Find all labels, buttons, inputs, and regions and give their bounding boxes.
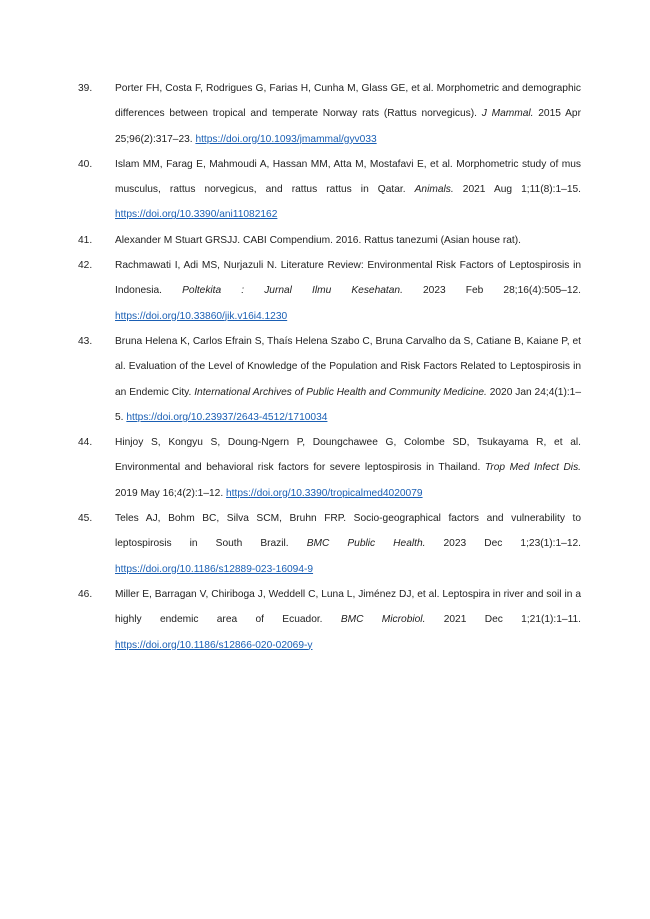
reference-text: Hinjoy S, Kongyu S, Doung-Ngern P, Doung… xyxy=(115,430,581,506)
reference-journal: J Mammal. xyxy=(481,108,534,120)
reference-details: 2021 Aug 1;11(8):1–15. xyxy=(453,184,581,196)
reference-journal: Animals. xyxy=(414,184,454,196)
reference-authors-title: Hinjoy S, Kongyu S, Doung-Ngern P, Doung… xyxy=(115,437,581,474)
reference-item-45: 45. Teles AJ, Bohm BC, Silva SCM, Bruhn … xyxy=(78,506,581,582)
reference-journal: Trop Med Infect Dis. xyxy=(484,462,581,474)
reference-number: 44. xyxy=(78,437,93,449)
reference-item-46: 46. Miller E, Barragan V, Chiriboga J, W… xyxy=(78,582,581,658)
doi-link[interactable]: https://doi.org/10.1186/s12889-023-16094… xyxy=(115,563,314,575)
reference-authors-title: Rachmawati I, Adi MS, Nurjazuli N. Liter… xyxy=(115,260,581,297)
reference-item-41: 41. Alexander M Stuart GRSJJ. CABI Compe… xyxy=(78,228,581,253)
reference-authors-title: Teles AJ, Bohm BC, Silva SCM, Bruhn FRP.… xyxy=(115,513,581,550)
reference-authors-title: Bruna Helena K, Carlos Efrain S, Thaís H… xyxy=(115,335,581,398)
reference-details: 2021 Dec 1;21(1):1–11. xyxy=(425,614,582,626)
reference-authors-title: Alexander M Stuart GRSJJ. CABI Compendiu… xyxy=(115,234,521,246)
doi-link[interactable]: https://doi.org/10.33860/jik.v16i4.1230 xyxy=(115,310,288,322)
reference-journal: BMC Microbiol. xyxy=(340,614,426,626)
reference-journal: International Archives of Public Health … xyxy=(194,386,487,398)
reference-number: 45. xyxy=(78,513,93,525)
reference-text: Miller E, Barragan V, Chiriboga J, Wedde… xyxy=(115,582,581,658)
reference-text: Alexander M Stuart GRSJJ. CABI Compendiu… xyxy=(115,228,581,253)
reference-details: 2023 Dec 1;23(1):1–12. xyxy=(425,538,582,550)
reference-list: 39. Porter FH, Costa F, Rodrigues G, Far… xyxy=(78,76,581,658)
doi-link[interactable]: https://doi.org/10.3390/ani11082162 xyxy=(115,209,278,221)
reference-number: 43. xyxy=(78,335,93,347)
reference-authors-title: Islam MM, Farag E, Mahmoudi A, Hassan MM… xyxy=(115,158,581,196)
reference-text: Bruna Helena K, Carlos Efrain S, Thaís H… xyxy=(115,329,581,430)
reference-journal: Poltekita : Jurnal Ilmu Kesehatan. xyxy=(182,285,403,297)
reference-text: Islam MM, Farag E, Mahmoudi A, Hassan MM… xyxy=(115,152,581,228)
reference-text: Porter FH, Costa F, Rodrigues G, Farias … xyxy=(115,76,581,152)
doi-link[interactable]: https://doi.org/10.1186/s12866-020-02069… xyxy=(115,639,313,651)
reference-authors-title: Porter FH, Costa F, Rodrigues G, Farias … xyxy=(115,83,581,120)
reference-item-43: 43. Bruna Helena K, Carlos Efrain S, Tha… xyxy=(78,329,581,430)
reference-number: 41. xyxy=(78,234,93,246)
reference-journal: BMC Public Health. xyxy=(306,538,426,550)
reference-details: 2020 Jan 24;4(1):1–5. xyxy=(115,386,581,423)
reference-details: 2023 Feb 28;16(4):505–12. xyxy=(402,285,582,297)
doi-link[interactable]: https://doi.org/10.3390/tropicalmed40200… xyxy=(226,487,423,499)
reference-item-44: 44. Hinjoy S, Kongyu S, Doung-Ngern P, D… xyxy=(78,430,581,506)
reference-number: 40. xyxy=(78,158,93,170)
reference-authors-title: Miller E, Barragan V, Chiriboga J, Wedde… xyxy=(115,588,581,626)
reference-item-39: 39. Porter FH, Costa F, Rodrigues G, Far… xyxy=(78,76,581,152)
reference-details: 2019 May 16;4(2):1–12. xyxy=(115,487,227,499)
reference-text: Teles AJ, Bohm BC, Silva SCM, Bruhn FRP.… xyxy=(115,506,581,582)
reference-number: 42. xyxy=(78,260,93,272)
doi-link[interactable]: https://doi.org/10.1093/jmammal/gyv033 xyxy=(195,133,377,145)
reference-number: 46. xyxy=(78,588,93,600)
reference-text: Rachmawati I, Adi MS, Nurjazuli N. Liter… xyxy=(115,253,581,329)
reference-item-42: 42. Rachmawati I, Adi MS, Nurjazuli N. L… xyxy=(78,253,581,329)
reference-item-40: 40. Islam MM, Farag E, Mahmoudi A, Hassa… xyxy=(78,152,581,228)
reference-details: 2015 Apr 25;96(2):317–23. xyxy=(115,108,581,145)
doi-link[interactable]: https://doi.org/10.23937/2643-4512/17100… xyxy=(126,411,328,423)
reference-number: 39. xyxy=(78,83,93,94)
